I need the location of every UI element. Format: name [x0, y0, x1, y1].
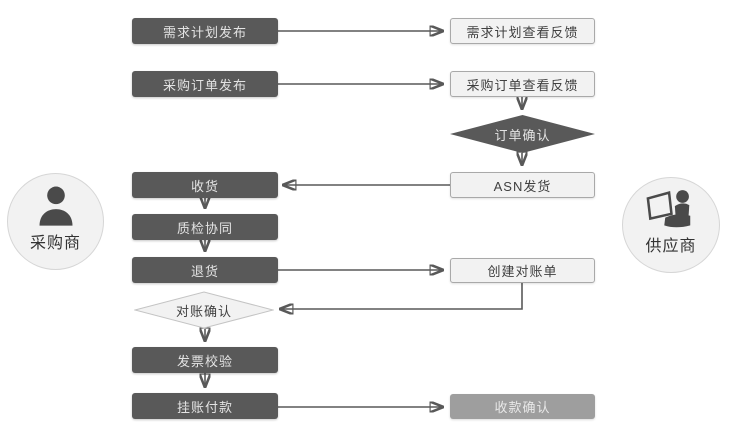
node-asn-ship[interactable]: ASN发货 — [450, 172, 595, 198]
node-po-feedback[interactable]: 采购订单查看反馈 — [450, 71, 595, 97]
buyer-label: 采购商 — [29, 235, 81, 252]
node-receive-goods[interactable]: 收货 — [132, 172, 278, 198]
node-return-goods[interactable]: 退货 — [132, 257, 278, 283]
order-confirm-label: 订单确认 — [494, 127, 551, 143]
node-quality-check[interactable]: 质检协同 — [132, 214, 278, 240]
arrow-statement-to-reconcile — [280, 283, 523, 309]
buyer-person-icon — [39, 186, 72, 226]
actor-supplier: 供应商 — [622, 177, 720, 273]
supplier-label: 供应商 — [645, 238, 697, 255]
supplier-person-laptop-icon — [646, 190, 691, 228]
node-order-confirm[interactable]: 订单确认 — [450, 115, 595, 153]
node-demand-plan-publish[interactable]: 需求计划发布 — [132, 18, 278, 44]
reconcile-confirm-label: 对账确认 — [175, 303, 232, 319]
actor-buyer: 采购商 — [7, 173, 104, 270]
node-reconcile-confirm[interactable]: 对账确认 — [134, 291, 274, 329]
node-create-statement[interactable]: 创建对账单 — [450, 258, 595, 283]
node-pending-payment[interactable]: 挂账付款 — [132, 393, 278, 419]
node-demand-plan-feedback[interactable]: 需求计划查看反馈 — [450, 18, 595, 44]
node-receipt-confirm[interactable]: 收款确认 — [450, 394, 595, 419]
order-confirm-diamond-shape — [450, 115, 595, 153]
node-po-publish[interactable]: 采购订单发布 — [132, 71, 278, 97]
reconcile-confirm-diamond-shape — [134, 291, 274, 329]
node-invoice-check[interactable]: 发票校验 — [132, 347, 278, 373]
